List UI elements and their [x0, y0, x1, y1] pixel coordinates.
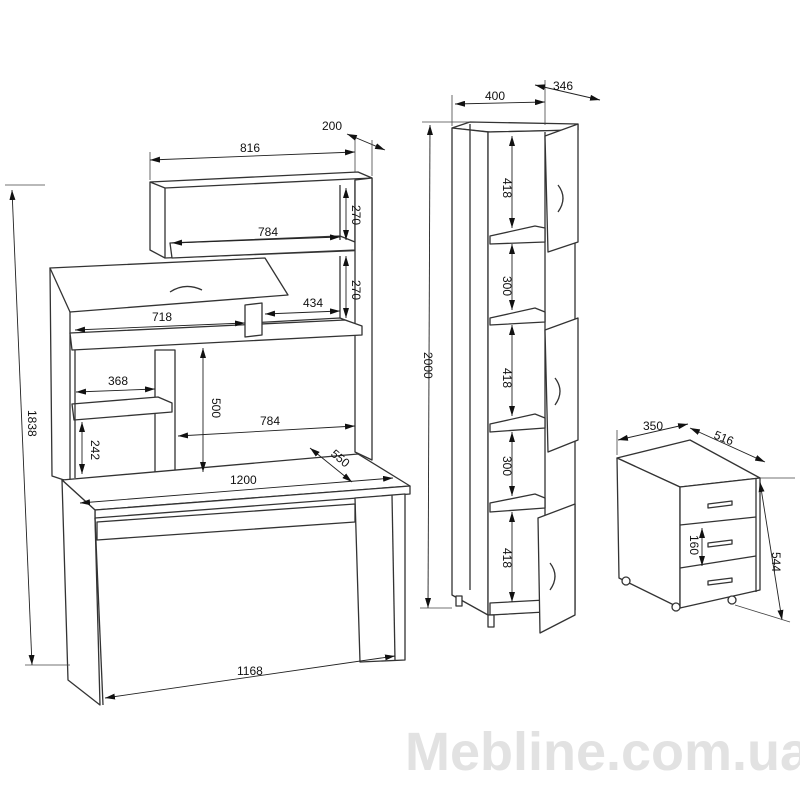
dim-opening-width: 784 — [260, 414, 280, 428]
dim-leg-span: 1168 — [237, 664, 263, 678]
dim-drawer-height: 160 — [687, 535, 701, 555]
dim-hutch-width: 816 — [240, 141, 260, 155]
dim-compartment-3: 418 — [500, 368, 514, 388]
dim-compartment-4: 300 — [500, 456, 514, 476]
dim-middle-shelf-width: 434 — [303, 296, 323, 310]
dim-side-shelf-width: 368 — [108, 374, 128, 388]
dim-total-height: 1838 — [25, 410, 39, 437]
dim-monitor-shelf-width: 718 — [152, 310, 172, 324]
dim-compartment-5: 418 — [500, 548, 514, 568]
dim-cabinet-width: 400 — [485, 89, 505, 103]
dim-compartment-1: 418 — [500, 178, 514, 198]
dim-cabinet-height: 2000 — [421, 352, 435, 379]
dim-desk-width: 1200 — [230, 473, 257, 487]
dim-opening-height: 500 — [209, 398, 223, 418]
dim-pedestal-width: 350 — [643, 419, 663, 433]
dim-compartment-2: 300 — [500, 276, 514, 296]
dim-side-lower-height: 242 — [88, 440, 102, 460]
dim-middle-shelf-height: 270 — [349, 280, 363, 300]
dim-pedestal-height: 544 — [769, 552, 783, 572]
pedestal-drawing — [616, 439, 761, 612]
watermark: Mebline.com.ua — [405, 722, 800, 782]
cabinet-drawing — [451, 121, 579, 634]
dim-hutch-depth: 200 — [322, 119, 342, 133]
dim-upper-shelf-height: 270 — [349, 205, 363, 225]
cabinet-dimensions: 400 346 2000 418 300 418 300 418 — [420, 79, 601, 609]
pedestal-dimensions: 350 516 160 544 — [616, 419, 795, 623]
dim-cabinet-depth: 346 — [553, 79, 573, 93]
desk-drawing — [49, 171, 411, 706]
dim-upper-shelf-width: 784 — [258, 225, 278, 239]
dim-pedestal-depth: 516 — [712, 428, 736, 449]
